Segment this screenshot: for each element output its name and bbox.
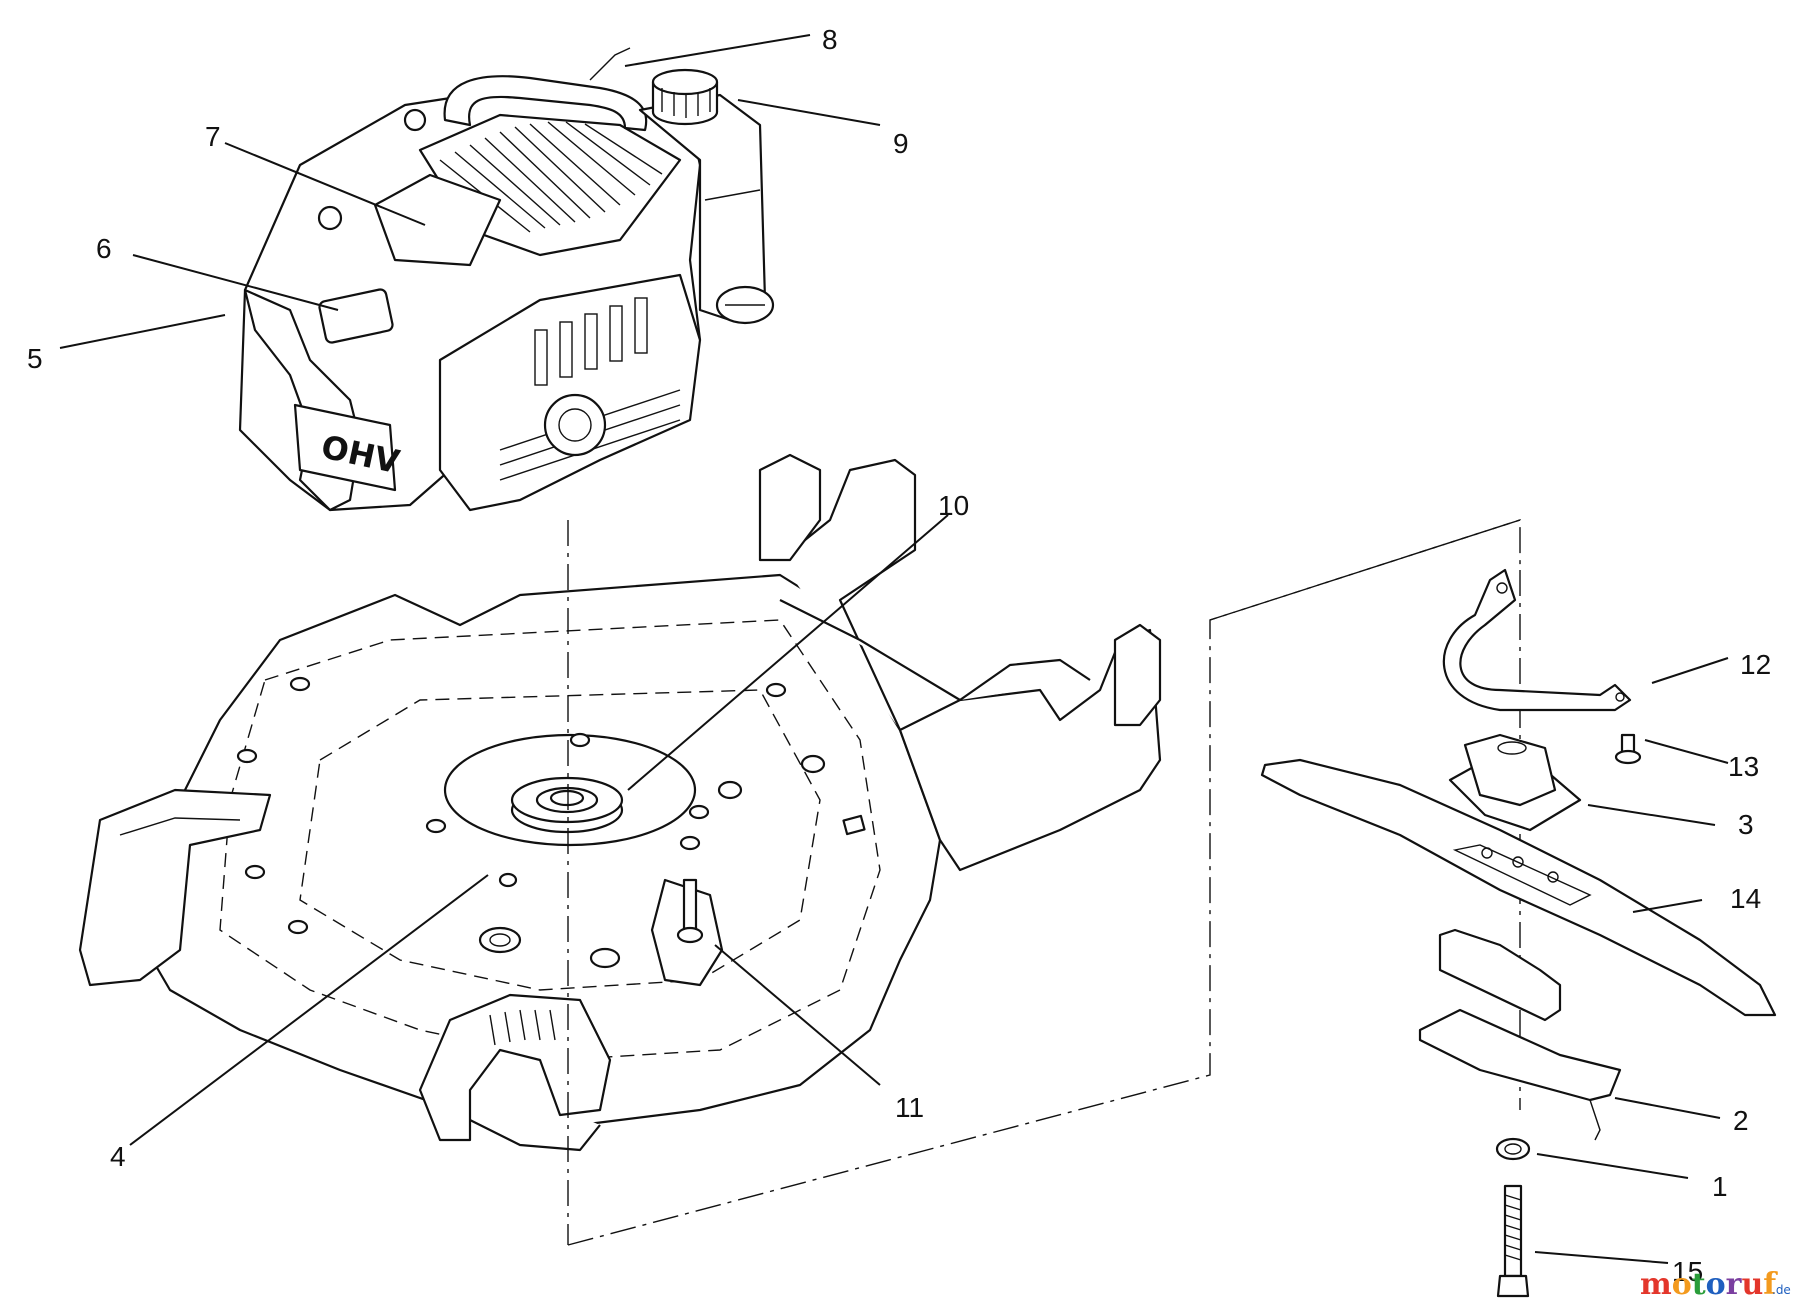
svg-text:motoruf: motoruf: [1640, 1267, 1778, 1302]
cooling-fins: [439, 121, 663, 233]
callout-3: 3: [1738, 809, 1754, 840]
callout-8: 8: [822, 24, 838, 55]
blade-bolt: [1496, 1184, 1530, 1298]
front-grille: [499, 297, 681, 481]
callout-9: 9: [893, 128, 909, 159]
callout-1: 1: [1712, 1171, 1728, 1202]
fuel-cap: [651, 68, 719, 126]
callout-numbers: 1 2 3 4 5 6 7 8 9 10 11 12 13 14 15: [27, 24, 1771, 1287]
callout-12: 12: [1740, 649, 1771, 680]
callout-2: 2: [1733, 1105, 1749, 1136]
callout-6: 6: [96, 233, 112, 264]
callout-10: 10: [938, 490, 969, 521]
pulley: [510, 776, 624, 834]
callout-13: 13: [1728, 751, 1759, 782]
callout-4: 4: [110, 1141, 126, 1172]
mower-deck: [78, 453, 1162, 1152]
svg-text:.de: .de: [1772, 1283, 1791, 1297]
deck-bolts: [236, 676, 866, 969]
callout-7: 7: [205, 121, 221, 152]
adjuster-bolt: [650, 878, 724, 987]
bumper-ribs: [489, 1009, 556, 1046]
engine-assembly: OHV: [238, 47, 775, 512]
callout-11: 11: [895, 1092, 924, 1123]
callout-14: 14: [1730, 883, 1761, 914]
watermark-logo: motoruf .de: [1640, 1267, 1791, 1302]
callout-15: 15: [1672, 1256, 1703, 1287]
callout-5: 5: [27, 343, 43, 374]
leader-lines: [59, 34, 1729, 1264]
blade-assembly: [1260, 568, 1777, 1298]
